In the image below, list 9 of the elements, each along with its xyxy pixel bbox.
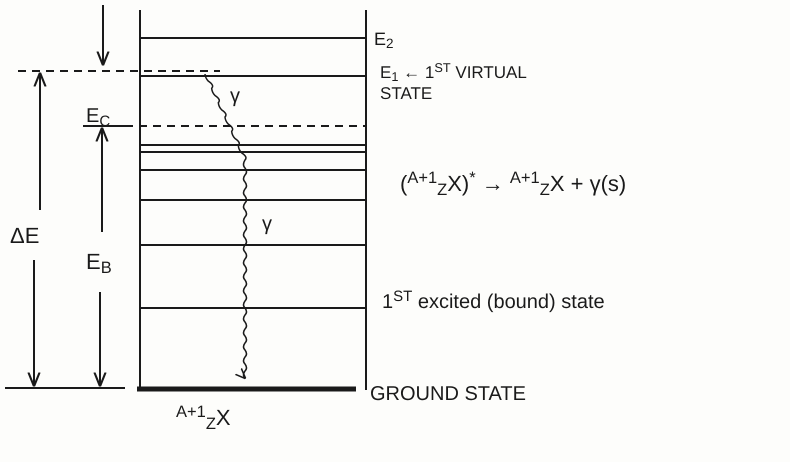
gamma-label: γ (230, 84, 240, 109)
gamma-label: γ (262, 212, 272, 237)
level-label: E$_{1}$ ← 1$^{ST}$ VIRTUAL STATE (380, 62, 528, 104)
level-label: E$_{2}$ (374, 28, 394, 50)
energy-label: ΔE (10, 222, 40, 250)
decay-equation: ($^{A+1}$$_{Z}$X)$^{*}$ → $^{A+1}$$_{Z}$X + γ(s) (400, 170, 626, 198)
level-label: 1$^{ST}$ excited (bound) state (382, 290, 605, 315)
level-label: GROUND STATE (370, 382, 526, 407)
energy-label: E$_{B}$ (86, 248, 112, 276)
